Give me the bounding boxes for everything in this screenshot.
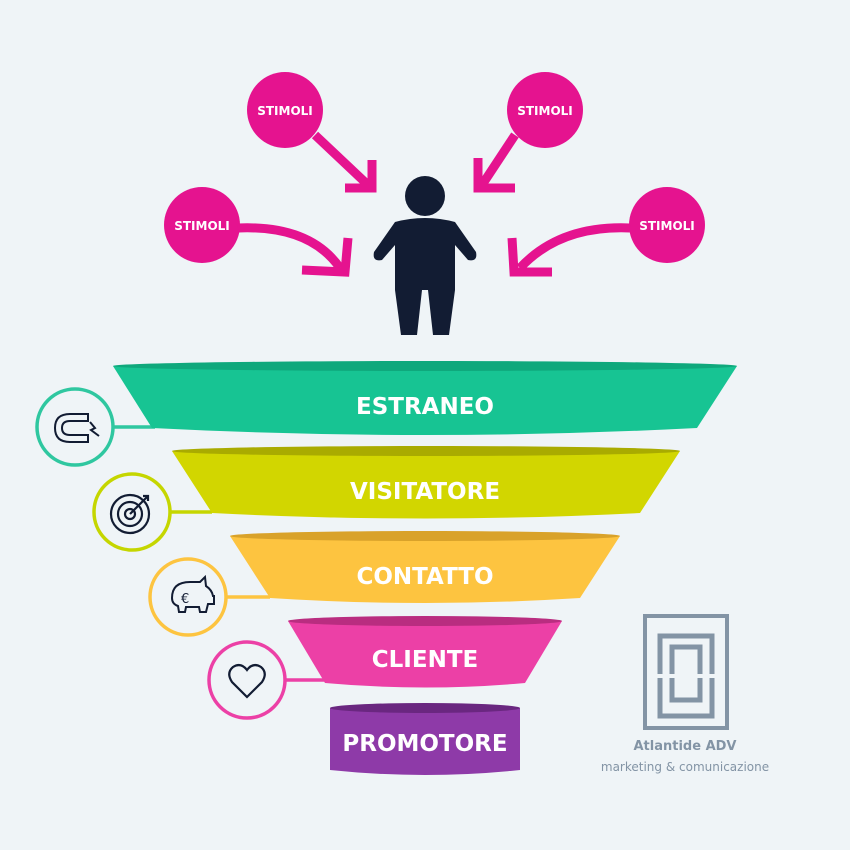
funnel-label: ESTRANEO: [356, 394, 494, 420]
arrow-head: [473, 158, 515, 193]
stimulus-label: STIMOLI: [639, 219, 695, 233]
stimulus-right: STIMOLI: [507, 187, 705, 277]
icon-circles: [35, 387, 327, 720]
arrow: [478, 132, 519, 188]
stimulus-top-right: STIMOLI: [473, 72, 583, 193]
atlantide-logo: [643, 614, 729, 730]
logo-name: Atlantide ADV: [633, 739, 737, 754]
funnel-layer-contatto: CONTATTO: [230, 531, 620, 603]
logo-tagline: marketing & comunicazione: [600, 760, 770, 774]
funnel-label: VISITATORE: [350, 479, 500, 505]
funnel-layer-estraneo: ESTRANEO: [113, 361, 737, 435]
arrow-head: [345, 160, 377, 193]
arrow: [516, 223, 631, 272]
funnel-layer-promotore: PROMOTORE: [330, 703, 520, 775]
piggy-bank-euro-icon: €: [170, 574, 215, 613]
funnel-label: PROMOTORE: [342, 731, 507, 757]
svg-text:€: €: [181, 592, 189, 607]
person-icon: [373, 176, 477, 335]
heart-icon: [228, 663, 266, 699]
stimulus-label: STIMOLI: [257, 104, 313, 118]
funnel-label: CONTATTO: [356, 564, 493, 590]
magnet-icon: [53, 413, 100, 443]
target-icon: [109, 493, 151, 535]
stimulus-label: STIMOLI: [517, 104, 573, 118]
arrow: [311, 131, 372, 189]
funnel-layer-cliente: CLIENTE: [288, 616, 562, 688]
funnel-label: CLIENTE: [372, 647, 478, 673]
arrow-head: [507, 237, 552, 277]
stimulus-top-left: STIMOLI: [247, 72, 377, 193]
stimulus-label: STIMOLI: [174, 219, 230, 233]
stimulus-left: STIMOLI: [164, 187, 353, 277]
arrow: [237, 223, 344, 271]
funnel-layer-visitatore: VISITATORE: [172, 446, 680, 519]
arrow-head: [301, 237, 353, 277]
